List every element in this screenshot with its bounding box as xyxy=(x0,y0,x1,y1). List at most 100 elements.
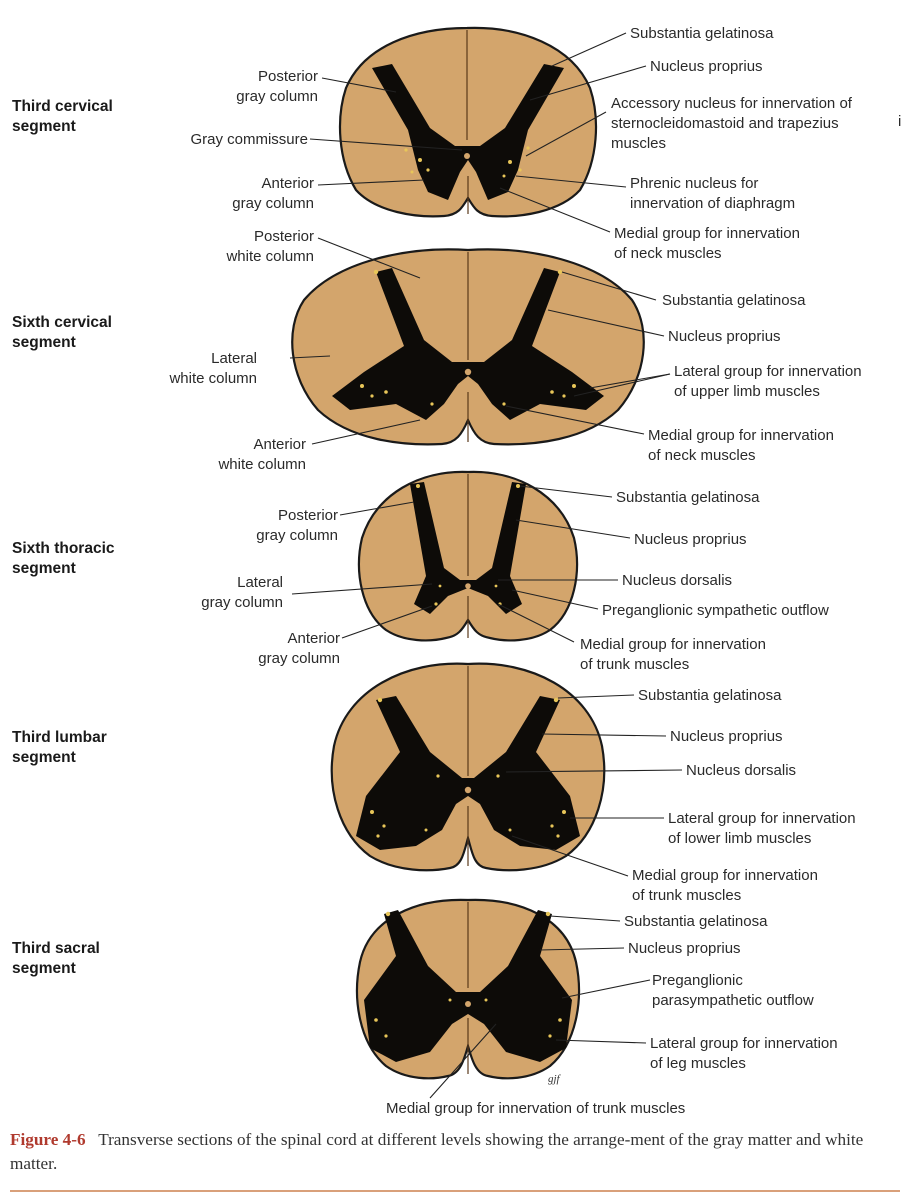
label-s3-lateral-line: Lateral group for innervation xyxy=(650,1035,838,1052)
label-c3-gray-commissure-line: Gray commissure xyxy=(190,131,308,148)
label-c3-proprius: Nucleus proprius xyxy=(650,58,763,75)
label-c6-anterior-white: Anterior white column xyxy=(217,436,306,473)
label-s3-proprius: Nucleus proprius xyxy=(628,940,741,957)
segment-name-line: segment xyxy=(12,749,76,766)
label-t6-substantia-line: Substantia gelatinosa xyxy=(616,489,760,506)
label-l3-lateral-line: of lower limb muscles xyxy=(668,830,811,847)
label-c6-lateral-line: of upper limb muscles xyxy=(674,383,820,400)
c3-gray-matter xyxy=(372,64,564,200)
leader-lines xyxy=(289,32,683,1099)
label-s3-substantia: Substantia gelatinosa xyxy=(624,913,768,930)
label-t6-substantia: Substantia gelatinosa xyxy=(616,489,760,506)
label-l3-proprius-line: Nucleus proprius xyxy=(670,728,783,745)
label-c3-posterior-gray: Posterior gray column xyxy=(236,68,318,105)
artist-signature: gjf xyxy=(548,1073,562,1085)
label-c6-medial-line: Medial group for innervation xyxy=(648,427,834,444)
caption-text: Transverse sections of the spinal cord a… xyxy=(10,1130,864,1173)
label-s3-lateral: Lateral group for innervation of leg musc… xyxy=(650,1035,838,1072)
label-c6-anterior-white-line: white column xyxy=(217,456,306,473)
label-t6-anterior-gray-line: Anterior xyxy=(287,630,340,647)
label-s3-substantia-line: Substantia gelatinosa xyxy=(624,913,768,930)
label-c6-substantia-line: Substantia gelatinosa xyxy=(662,292,806,309)
bottom-rule xyxy=(10,1190,900,1192)
label-c3-accessory-line: muscles xyxy=(611,135,666,152)
stray-mark: i xyxy=(898,113,901,130)
segment-name-line: segment xyxy=(12,560,76,577)
segment-name: Third cervical segment xyxy=(12,98,113,135)
label-l3-medial-line: of trunk muscles xyxy=(632,887,741,904)
l3-gray-matter xyxy=(356,696,580,850)
label-c6-lateral-white: Lateral white column xyxy=(168,350,257,387)
label-l3-substantia: Substantia gelatinosa xyxy=(638,687,782,704)
figure-caption: Figure 4-6 Transverse sections of the sp… xyxy=(10,1128,900,1176)
label-c3-anterior-gray: Anterior gray column xyxy=(232,175,314,212)
segment-name-line: segment xyxy=(12,118,76,135)
label-c3-substantia: Substantia gelatinosa xyxy=(630,25,774,42)
label-c6-anterior-white-line: Anterior xyxy=(253,436,306,453)
label-t6-proprius-line: Nucleus proprius xyxy=(634,531,747,548)
label-l3-proprius: Nucleus proprius xyxy=(670,728,783,745)
label-c3-medial-line: of neck muscles xyxy=(614,245,722,262)
label-c6-medial: Medial group for innervation of neck musc… xyxy=(648,427,834,464)
label-c3-phrenic-line: innervation of diaphragm xyxy=(630,195,795,212)
label-c3-anterior-gray-line: gray column xyxy=(232,195,314,212)
label-t6-dorsalis: Nucleus dorsalis xyxy=(622,572,732,589)
s3-gray-matter xyxy=(364,910,572,1062)
section-sixth-thoracic xyxy=(357,470,579,642)
label-c6-proprius-line: Nucleus proprius xyxy=(668,328,781,345)
segment-name-line: Third lumbar xyxy=(12,729,107,746)
c6-gray-matter xyxy=(332,268,604,420)
label-c6-lateral-white-line: Lateral xyxy=(211,350,257,367)
label-c3-accessory-line: Accessory nucleus for innervation of xyxy=(611,95,853,112)
label-s3-lateral-line: of leg muscles xyxy=(650,1055,746,1072)
label-t6-pregang-line: Preganglionic sympathetic outflow xyxy=(602,602,829,619)
label-t6-dorsalis-line: Nucleus dorsalis xyxy=(622,572,732,589)
label-c6-substantia: Substantia gelatinosa xyxy=(662,292,806,309)
label-c3-posterior-gray-line: gray column xyxy=(236,88,318,105)
label-l3-dorsalis: Nucleus dorsalis xyxy=(686,762,796,779)
label-c3-phrenic-line: Phrenic nucleus for xyxy=(630,175,758,192)
label-t6-lateral-gray: Lateral gray column xyxy=(201,574,283,611)
segment-name-line: segment xyxy=(12,334,76,351)
section-third-sacral xyxy=(355,898,581,1080)
label-c6-lateral-line: Lateral group for innervation xyxy=(674,363,862,380)
label-t6-posterior-gray-line: Posterior xyxy=(278,507,338,524)
label-c3-gray-commissure: Gray commissure xyxy=(190,131,308,148)
label-t6-proprius: Nucleus proprius xyxy=(634,531,747,548)
t6-gray-matter xyxy=(410,482,526,614)
label-s3-proprius-line: Nucleus proprius xyxy=(628,940,741,957)
label-c3-posterior-gray-line: Posterior xyxy=(258,68,318,85)
label-c6-medial-line: of neck muscles xyxy=(648,447,756,464)
label-c3-accessory: Accessory nucleus for innervation of ster… xyxy=(611,95,853,152)
section-sixth-cervical xyxy=(291,248,645,446)
label-l3-medial: Medial group for innervation of trunk mus… xyxy=(632,867,818,904)
label-t6-medial-line: Medial group for innervation xyxy=(580,636,766,653)
label-c6-lateral: Lateral group for innervation of upper li… xyxy=(674,363,862,400)
segment-name: Sixth thoracic segment xyxy=(12,540,115,577)
label-t6-anterior-gray-line: gray column xyxy=(258,650,340,667)
label-c3-phrenic: Phrenic nucleus for innervation of diaphr… xyxy=(630,175,795,212)
label-t6-lateral-gray-line: gray column xyxy=(201,594,283,611)
label-c3-anterior-gray-line: Anterior xyxy=(261,175,314,192)
label-l3-medial-line: Medial group for innervation xyxy=(632,867,818,884)
label-t6-lateral-gray-line: Lateral xyxy=(237,574,283,591)
label-c6-posterior-white-line: Posterior xyxy=(254,228,314,245)
label-s3-medial-line: Medial group for innervation of trunk mu… xyxy=(386,1100,685,1117)
section-third-lumbar xyxy=(330,662,606,872)
label-c3-substantia-line: Substantia gelatinosa xyxy=(630,25,774,42)
segment-name-line: Sixth thoracic xyxy=(12,540,115,557)
label-s3-medial: Medial group for innervation of trunk mu… xyxy=(386,1100,685,1117)
segment-name-line: Third cervical xyxy=(12,98,113,115)
label-l3-dorsalis-line: Nucleus dorsalis xyxy=(686,762,796,779)
label-c6-lateral-white-line: white column xyxy=(168,370,257,387)
label-c3-accessory-line: sternocleidomastoid and trapezius xyxy=(611,115,839,132)
